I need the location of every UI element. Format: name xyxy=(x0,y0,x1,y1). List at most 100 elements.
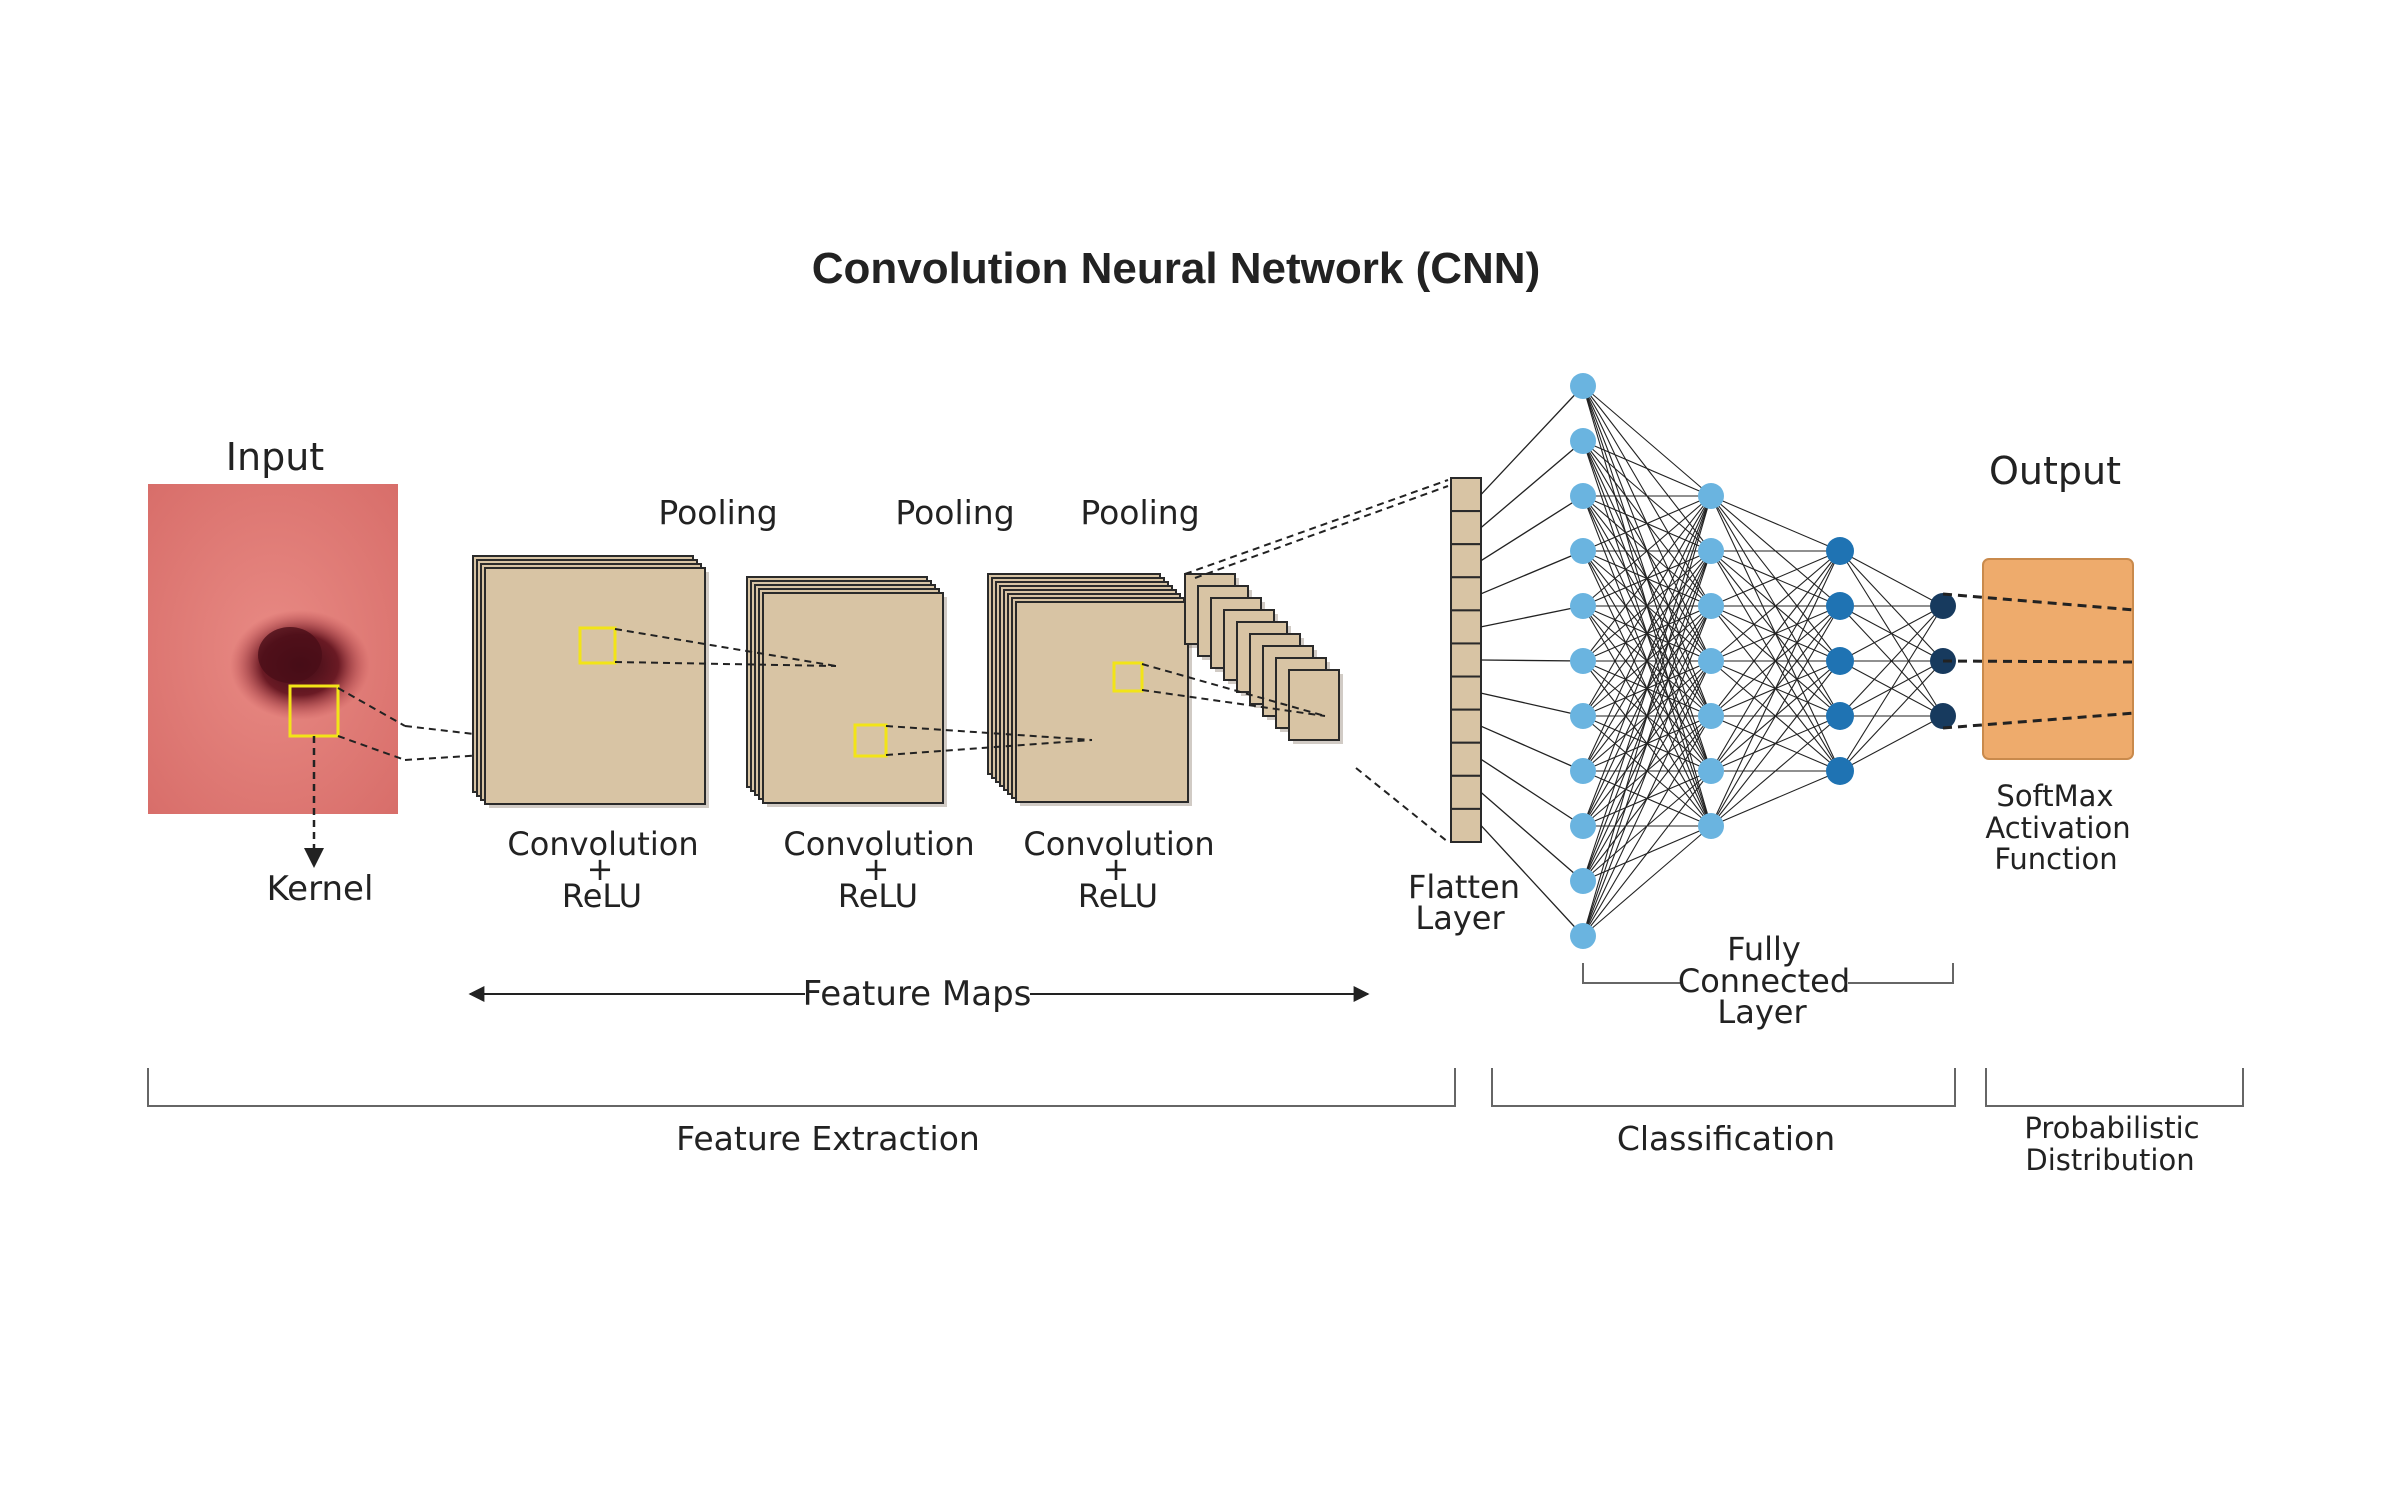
flatten-cell xyxy=(1450,477,1482,513)
kernel-label: Kernel xyxy=(267,869,374,909)
svg-text:+: + xyxy=(587,850,614,888)
nn-edge xyxy=(1710,550,1841,607)
flatten-cell xyxy=(1450,609,1482,645)
feature-map-stack-3 xyxy=(987,573,1192,806)
neuron-node xyxy=(1570,373,1596,399)
neuron-node xyxy=(1930,593,1956,619)
nn-edge xyxy=(1582,495,1712,937)
feature-map xyxy=(1288,669,1340,741)
fully-connected-label: Fully Connected Layer xyxy=(1678,930,1850,1031)
input-image xyxy=(148,484,398,814)
svg-text:Activation: Activation xyxy=(1985,811,2130,845)
nn-edge xyxy=(1480,758,1584,827)
flatten-layer-label: Flatten Layer xyxy=(1408,868,1520,937)
neuron-node xyxy=(1570,483,1596,509)
neuron-node xyxy=(1826,537,1854,565)
nn-edge xyxy=(1480,495,1584,562)
neuron-node xyxy=(1698,538,1724,564)
svg-text:Convolution: Convolution xyxy=(783,825,974,863)
probabilistic-bracket xyxy=(1985,1068,2244,1107)
nn-edge xyxy=(1582,495,1712,827)
kernel-box xyxy=(578,626,617,665)
neuron-node xyxy=(1570,703,1596,729)
conv-label-2: Convolution + ReLU xyxy=(783,825,974,915)
nn-edge xyxy=(1839,715,1944,772)
conv-label-1: Convolution + ReLU xyxy=(507,825,698,915)
feature-map-stack-1 xyxy=(472,555,709,808)
nn-edge xyxy=(1480,725,1584,772)
neuron-node xyxy=(1570,428,1596,454)
nn-edge xyxy=(1839,605,1944,662)
output-label: Output xyxy=(1989,449,2121,493)
probabilistic-label: Probabilistic Distribution xyxy=(2024,1111,2199,1177)
neuron-node xyxy=(1826,702,1854,730)
flatten-cell xyxy=(1450,708,1482,744)
classification-bracket xyxy=(1491,1068,1956,1107)
neuron-node xyxy=(1570,538,1596,564)
neuron-node xyxy=(1698,758,1724,784)
svg-text:Fully: Fully xyxy=(1727,930,1801,968)
nn-edge xyxy=(1582,495,1712,772)
feature-map xyxy=(484,567,706,805)
nn-edge xyxy=(1582,605,1712,937)
nn-edge xyxy=(1480,659,1584,662)
nn-layer-2 xyxy=(1698,483,1724,839)
svg-text:+: + xyxy=(1103,850,1130,888)
nn-edge xyxy=(1582,495,1712,662)
neuron-node xyxy=(1570,813,1596,839)
neuron-node xyxy=(1698,813,1724,839)
pooling-label-1: Pooling xyxy=(658,493,777,532)
nn-edge xyxy=(1839,605,1944,717)
feature-map xyxy=(762,592,944,804)
svg-text:ReLU: ReLU xyxy=(562,877,642,915)
nn-edge xyxy=(1710,605,1841,827)
svg-text:SoftMax: SoftMax xyxy=(1996,779,2113,813)
nn-edge xyxy=(1710,550,1841,662)
nn-edge xyxy=(1839,550,1944,607)
neuron-node xyxy=(1698,593,1724,619)
neuron-node xyxy=(1570,923,1596,949)
softmax-label: SoftMax Activation Function xyxy=(1985,779,2130,876)
nn-edge xyxy=(1480,550,1584,595)
svg-text:ReLU: ReLU xyxy=(838,877,918,915)
nn-edge xyxy=(1582,770,1712,937)
nn-edge xyxy=(1480,791,1584,882)
nn-layer-4 xyxy=(1930,593,1956,729)
nn-edge xyxy=(1480,692,1584,717)
svg-text:Probabilistic: Probabilistic xyxy=(2024,1111,2199,1145)
neuron-node xyxy=(1930,703,1956,729)
nn-edge xyxy=(1582,495,1712,552)
flatten-cell xyxy=(1450,774,1482,810)
nn-edge xyxy=(1582,715,1712,937)
nn-edge xyxy=(1710,550,1841,717)
flatten-layer xyxy=(1450,477,1482,844)
flatten-cell xyxy=(1450,510,1482,546)
feature-maps-label: Feature Maps xyxy=(803,974,1032,1014)
nn-edge xyxy=(1480,440,1584,529)
neuron-node xyxy=(1826,592,1854,620)
flatten-cell xyxy=(1450,576,1482,612)
softmax-box xyxy=(1982,558,2134,760)
classification-label: Classification xyxy=(1617,1119,1835,1158)
nn-edge xyxy=(1582,660,1712,937)
nn-layer-1 xyxy=(1570,373,1596,949)
feature-map-stack-2 xyxy=(746,576,947,807)
nn-edge xyxy=(1582,550,1712,937)
neuron-node xyxy=(1570,593,1596,619)
pooling-label-3: Pooling xyxy=(1080,493,1199,532)
nn-edge xyxy=(1839,660,1944,772)
nn-edge xyxy=(1839,605,1944,772)
svg-text:Connected: Connected xyxy=(1678,962,1850,1000)
svg-text:Layer: Layer xyxy=(1415,899,1505,937)
nn-edge xyxy=(1480,825,1584,937)
svg-text:Function: Function xyxy=(1994,842,2117,876)
nn-edge xyxy=(1710,715,1841,827)
feature-extraction-label: Feature Extraction xyxy=(676,1119,980,1158)
nn-edge xyxy=(1710,660,1841,827)
nn-edge xyxy=(1582,495,1712,607)
nn-edge xyxy=(1710,550,1841,827)
nn-edge xyxy=(1480,605,1584,628)
nn-edge xyxy=(1582,825,1712,937)
neuron-node xyxy=(1570,648,1596,674)
